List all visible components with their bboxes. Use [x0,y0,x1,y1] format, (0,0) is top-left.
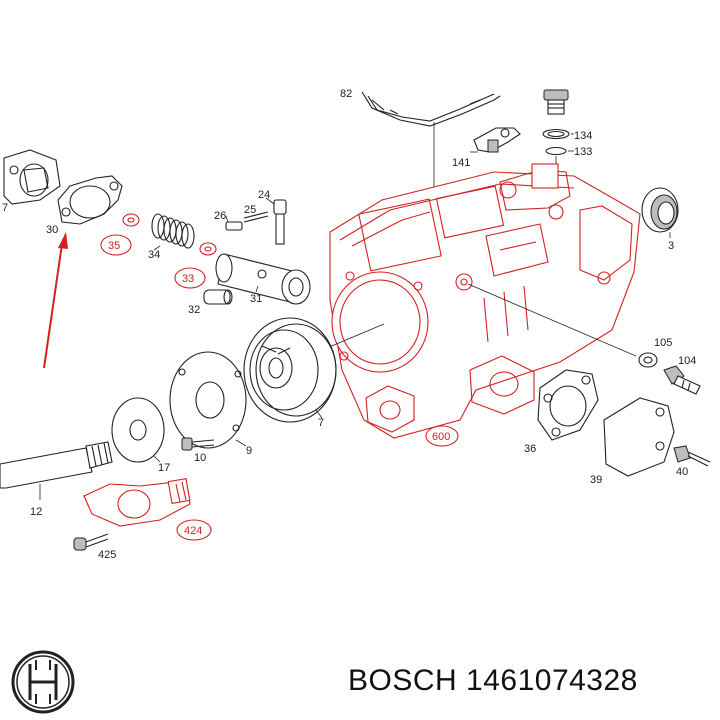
part-pin-26 [225,215,243,231]
part-bolt-104 [663,365,701,395]
part-pin-32 [203,289,233,305]
part-cover-gasket [361,91,501,205]
part-flange-36 [537,369,599,441]
part-valve-134 [542,89,574,180]
callout-36: 36 [524,443,536,455]
part-spring-34 [151,213,195,251]
part-screw-10 [181,437,215,451]
callout-40: 40 [676,466,688,478]
callout-31: 31 [250,293,262,305]
part-washer-105 [638,352,658,368]
part-bracket-141 [470,127,521,153]
part-sleeve-31 [215,253,311,305]
callout-32: 32 [188,304,200,316]
part-flange-7 [3,149,61,205]
part-pump-housing-600 [307,163,641,439]
part-shaft-12 [0,441,113,500]
part-screw-40 [673,445,711,467]
callout-35: 35 [108,240,120,252]
callout-141: 141 [452,157,470,169]
callout-34: 34 [148,249,160,261]
callout-39: 39 [590,474,602,486]
callout-424: 424 [184,525,202,537]
callout-30: 30 [46,224,58,236]
callout-82: 82 [340,88,352,100]
part-bolt-24 [265,197,287,245]
highlight-circles [100,234,459,541]
part-washer-35 [122,213,140,227]
callout-600: 600 [432,431,450,443]
callout-7-flange: 7 [2,202,8,214]
callout-33: 33 [182,273,194,285]
callout-26: 26 [214,210,226,222]
part-screw-425 [73,533,109,551]
callout-9: 9 [246,445,252,457]
callout-10: 10 [194,452,206,464]
callout-104: 104 [678,355,696,367]
bosch-logo-icon [11,650,75,714]
callout-17: 17 [158,462,170,474]
brand-part-number: BOSCH 1461074328 [348,664,638,697]
part-sensor-424 [83,477,191,527]
callout-425: 425 [98,549,116,561]
part-pulley-7 [243,317,337,423]
part-seal-ring-3 [641,187,679,238]
callout-7-pulley: 7 [318,417,324,429]
part-cover-39 [603,397,675,477]
callout-12: 12 [30,506,42,518]
callout-25: 25 [244,204,256,216]
part-pin-25 [243,211,269,223]
part-gasket-30 [57,175,123,225]
indicator-arrow [43,232,68,369]
callout-134: 134 [574,130,592,142]
callout-3: 3 [668,240,674,252]
part-disc-17 [111,397,165,463]
callout-105: 105 [654,337,672,349]
part-plate-9 [169,351,247,449]
callout-133: 133 [574,146,592,158]
part-washer-33 [199,242,217,256]
callout-24: 24 [258,189,270,201]
